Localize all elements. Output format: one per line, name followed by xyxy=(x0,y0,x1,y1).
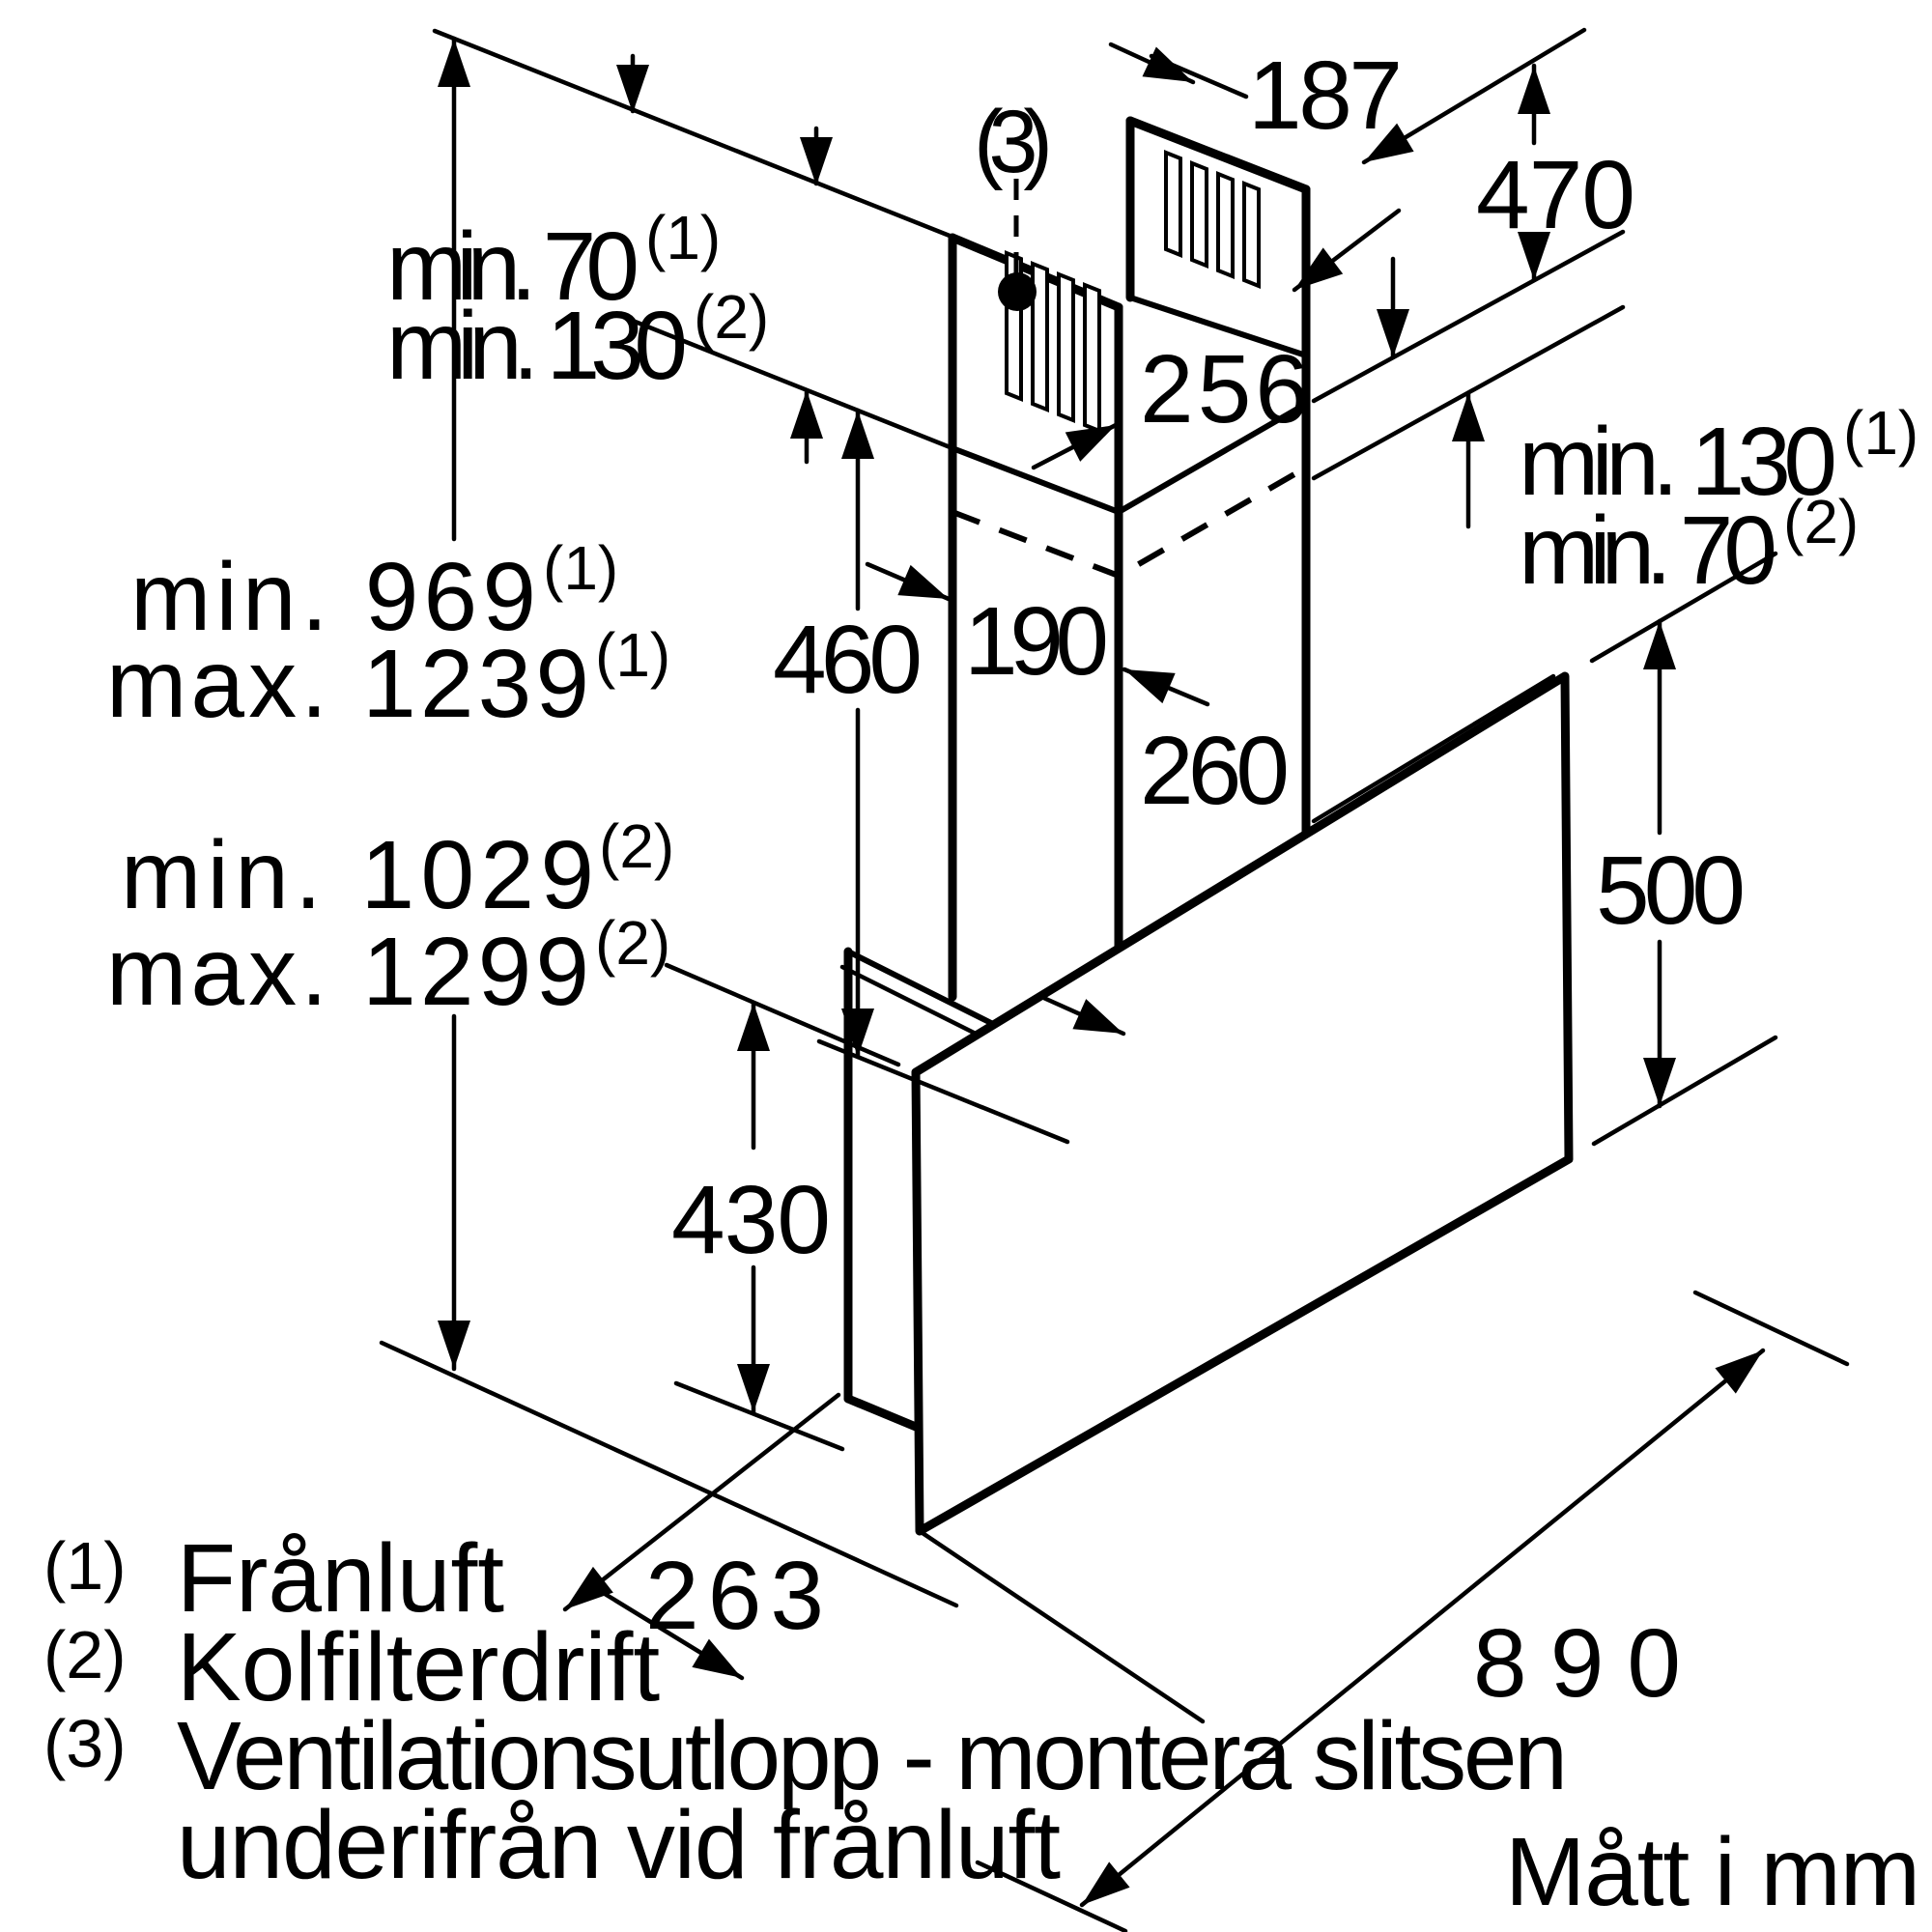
vent-slit xyxy=(1164,150,1182,258)
arrowhead xyxy=(737,1364,770,1412)
dim-min969: min. 969 xyxy=(130,543,536,651)
arrowhead xyxy=(841,411,874,459)
dim-500: 500 xyxy=(1596,837,1746,945)
dim-430: 430 xyxy=(671,1166,831,1274)
dim-260: 260 xyxy=(1140,717,1290,825)
dim-min130-left-sup: (2) xyxy=(694,282,769,352)
chimney-telescope-joint-line xyxy=(950,401,1309,516)
arrowhead xyxy=(616,65,649,113)
ext-line-chimney-top xyxy=(432,28,957,241)
legend-text-ventilationsutlopp: Ventilationsutlopp - montera slitsen xyxy=(177,1702,1568,1810)
arrowhead xyxy=(800,137,833,185)
callout3-label: (3) xyxy=(974,93,1053,191)
arrowhead xyxy=(1364,123,1414,162)
dimension-labels: (3) 187 470 256 460 190 260 500 430 263 … xyxy=(106,42,1918,1718)
arrowheads xyxy=(438,39,1763,1905)
units-note: Mått i mm xyxy=(1505,1818,1920,1926)
vent-slit xyxy=(1242,181,1261,289)
arrowhead xyxy=(1294,247,1344,290)
ext-line-baseline xyxy=(379,1340,959,1608)
arrowhead xyxy=(790,390,823,439)
dim-line-263-left xyxy=(562,1392,841,1612)
arrowhead xyxy=(1142,46,1193,82)
glass-front-panel xyxy=(911,671,1574,1536)
dim-263: 263 xyxy=(645,1542,824,1650)
ext-line-joint-left xyxy=(630,318,955,451)
arrowhead xyxy=(1065,425,1116,462)
dim-min70-left-sup: (1) xyxy=(645,203,721,272)
arrowhead xyxy=(1518,232,1550,280)
chimney-right-face xyxy=(1119,307,1306,949)
arrowhead xyxy=(1082,1861,1130,1905)
ext-line-hood-top xyxy=(816,1038,1070,1145)
body-back-top-edge xyxy=(1311,673,1556,824)
dim-max1239: max. 1239 xyxy=(106,630,589,738)
dim-min70-right: min. 70 xyxy=(1519,497,1777,605)
legend-text-franluft: Frånluft xyxy=(177,1524,504,1633)
arrowhead xyxy=(1377,309,1409,357)
chimney-upper-duct-top-edge xyxy=(1125,116,1311,194)
arrowhead xyxy=(1643,621,1676,669)
arrowhead xyxy=(1452,393,1485,441)
dim-line-890 xyxy=(1079,1348,1766,1908)
dim-256: 256 xyxy=(1140,335,1309,443)
ext-line-joint-right-solid xyxy=(1311,229,1626,404)
arrowhead xyxy=(897,564,949,599)
dim-max1299-sup: (2) xyxy=(595,908,670,978)
vent-slit xyxy=(1216,171,1235,279)
vent-slit xyxy=(1190,160,1208,269)
dim-890: 890 xyxy=(1473,1609,1681,1718)
vent-slits-right-group xyxy=(1164,150,1261,289)
dim-min130-right: min. 130 xyxy=(1519,408,1837,516)
vent-slit xyxy=(1057,271,1075,423)
dim-min1029-sup: (2) xyxy=(599,811,674,881)
legend-marker-1: (1) xyxy=(43,1528,127,1604)
body-top-rim-inner-edge xyxy=(839,964,992,1043)
dim-470: 470 xyxy=(1476,141,1635,249)
legend-marker-3: (3) xyxy=(43,1706,127,1781)
legend-text-underifran: underifrån vid frånluft xyxy=(177,1791,1061,1899)
chimney-left-face xyxy=(952,238,1119,997)
arrowhead xyxy=(1124,669,1176,704)
vent-slit xyxy=(1031,261,1049,412)
dim-max1239-sup: (1) xyxy=(595,620,670,690)
dim-min130-right-sup: (1) xyxy=(1843,398,1918,468)
dim-187: 187 xyxy=(1248,42,1403,150)
dim-190: 190 xyxy=(964,587,1109,696)
arrowhead xyxy=(737,1003,770,1051)
vent-slit xyxy=(1083,282,1101,434)
arrowhead xyxy=(841,1009,874,1057)
dim-max1299: max. 1299 xyxy=(106,918,589,1026)
chimney-upper-duct-bottom-edge xyxy=(1127,295,1309,358)
dim-min130-left: min. 130 xyxy=(386,292,688,400)
legend-marker-2: (2) xyxy=(43,1617,127,1692)
dim-min70-left: min. 70 xyxy=(386,213,639,321)
arrowhead xyxy=(1518,66,1550,114)
arrowhead xyxy=(1715,1350,1763,1394)
body-top-rim-edge xyxy=(845,949,1000,1029)
arrowhead xyxy=(565,1566,613,1609)
arrowhead xyxy=(438,39,470,87)
arrowhead xyxy=(692,1638,742,1678)
dim-min70-right-sup: (2) xyxy=(1783,487,1859,556)
vent-outlet-marker-dot xyxy=(998,272,1037,311)
chimney xyxy=(948,116,1311,1002)
arrowhead xyxy=(1643,1058,1676,1106)
dim-460: 460 xyxy=(773,606,923,714)
arrowhead xyxy=(1072,999,1123,1034)
ext-line-890-left xyxy=(975,1860,1128,1932)
ext-line-890-right xyxy=(1692,1290,1850,1367)
ext-line-glass-top xyxy=(1589,551,1778,664)
body-bottom-left-edge xyxy=(843,1394,921,1432)
legend-text-kolfilterdrift: Kolfilterdrift xyxy=(177,1613,660,1721)
chimney-telescope-joint-dashed-line xyxy=(951,465,1308,580)
ext-line-glass-bottom xyxy=(1591,1035,1778,1147)
arrowhead xyxy=(438,1321,470,1369)
legend: (1) Frånluft (2) Kolfilterdrift (3) Vent… xyxy=(43,1524,1568,1899)
ext-line-glass-corner-front xyxy=(917,1528,1206,1724)
dim-min1029: min. 1029 xyxy=(121,821,594,929)
ext-line-430-bottom xyxy=(673,1380,845,1452)
dim-min969-sup: (1) xyxy=(543,533,618,603)
